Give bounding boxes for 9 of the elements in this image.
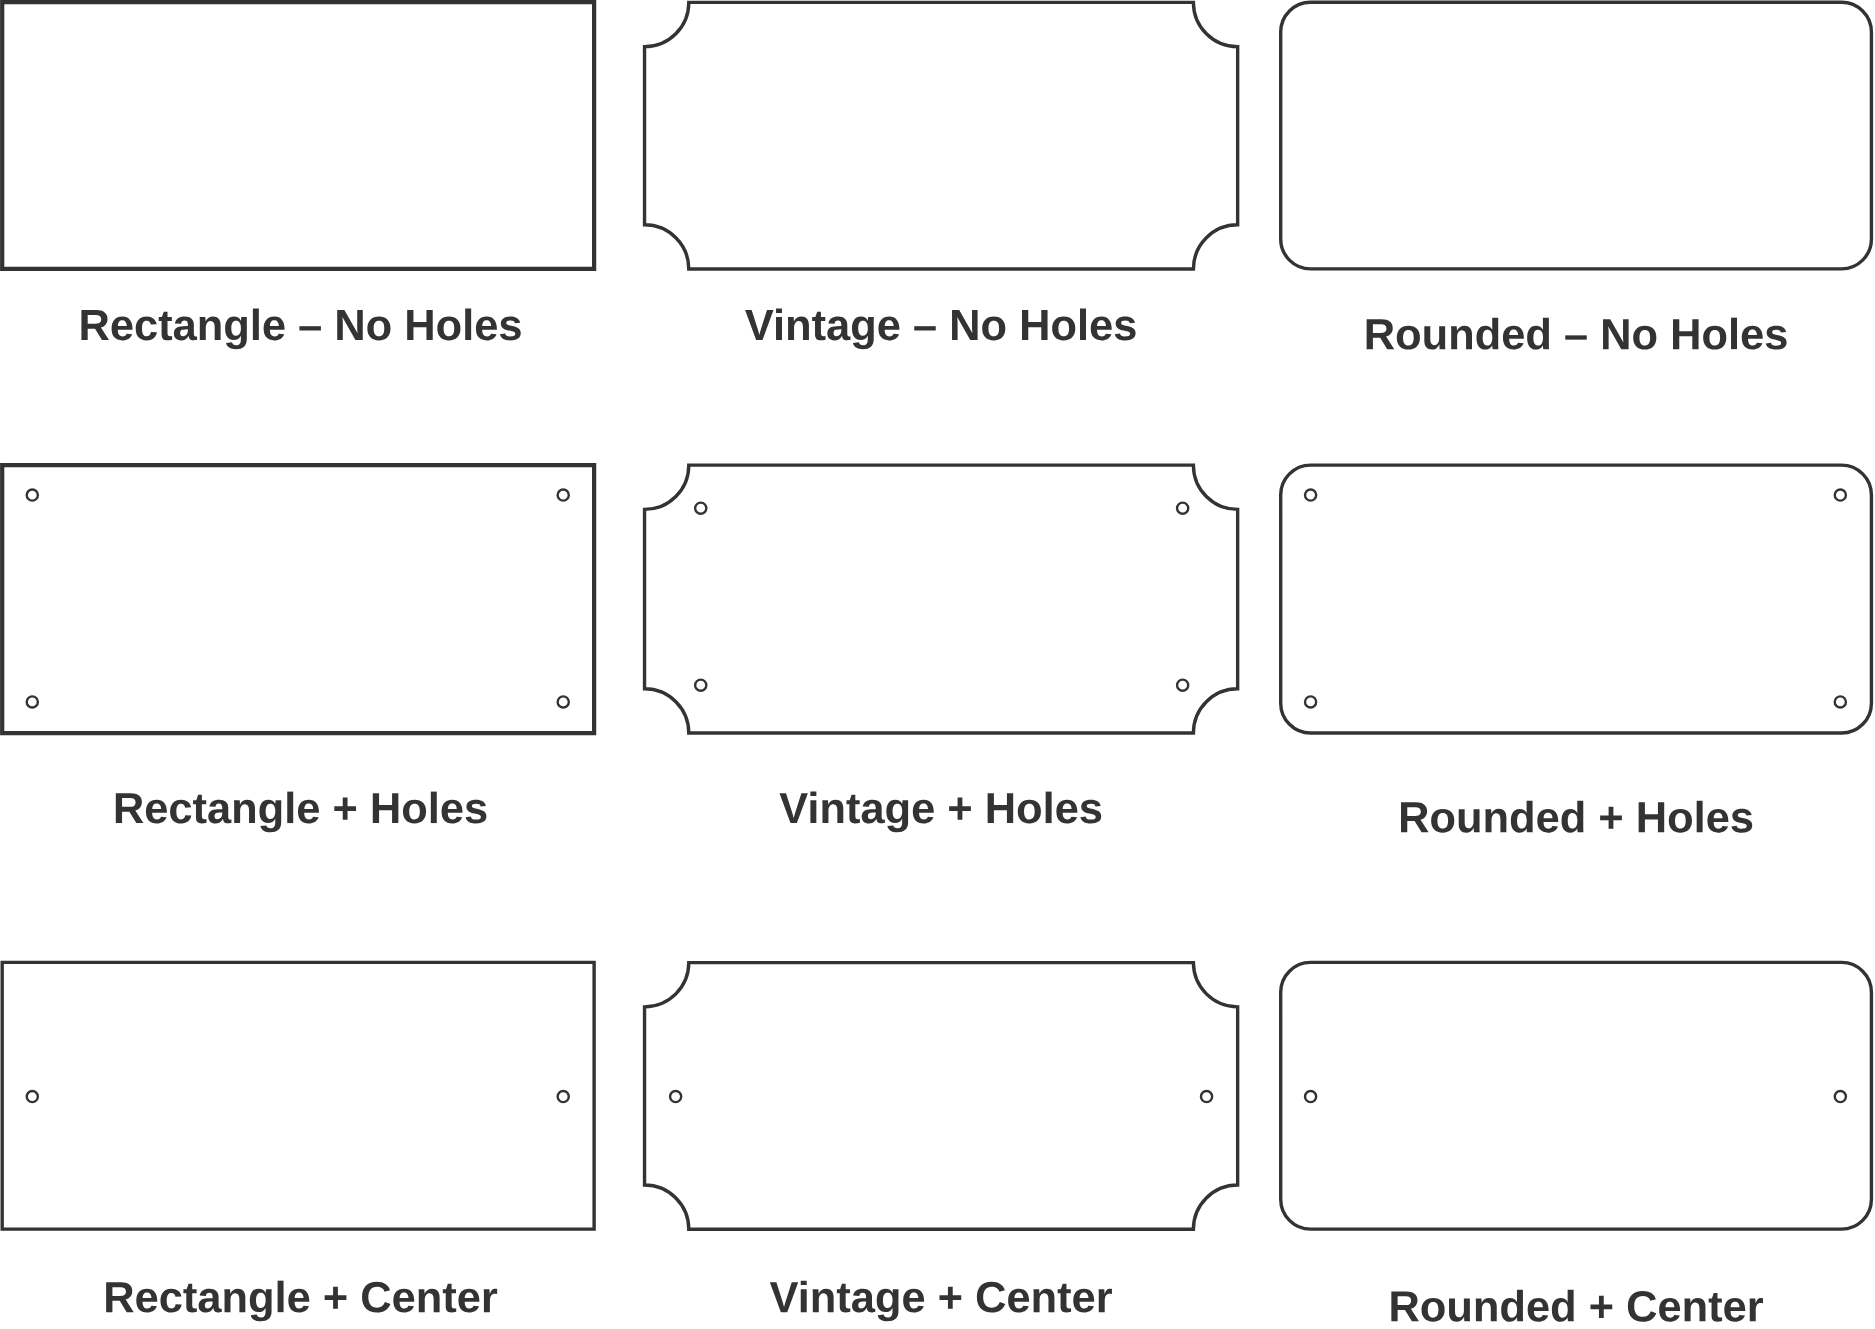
plate-label: Rectangle + Center	[106, 1280, 498, 1322]
plate-label: Rounded + Center	[1391, 1290, 1763, 1322]
plate-label: Vintage + Center	[769, 1280, 1112, 1322]
plate-label: Vintage – No Holes	[745, 308, 1136, 350]
plate-label: Rectangle + Holes	[115, 791, 487, 833]
plate-label: Rounded – No Holes	[1366, 317, 1787, 350]
plate-label: Vintage + Holes	[779, 791, 1102, 833]
plate-label: Rounded + Holes	[1401, 801, 1753, 833]
plate-label: Rectangle – No Holes	[81, 308, 521, 350]
